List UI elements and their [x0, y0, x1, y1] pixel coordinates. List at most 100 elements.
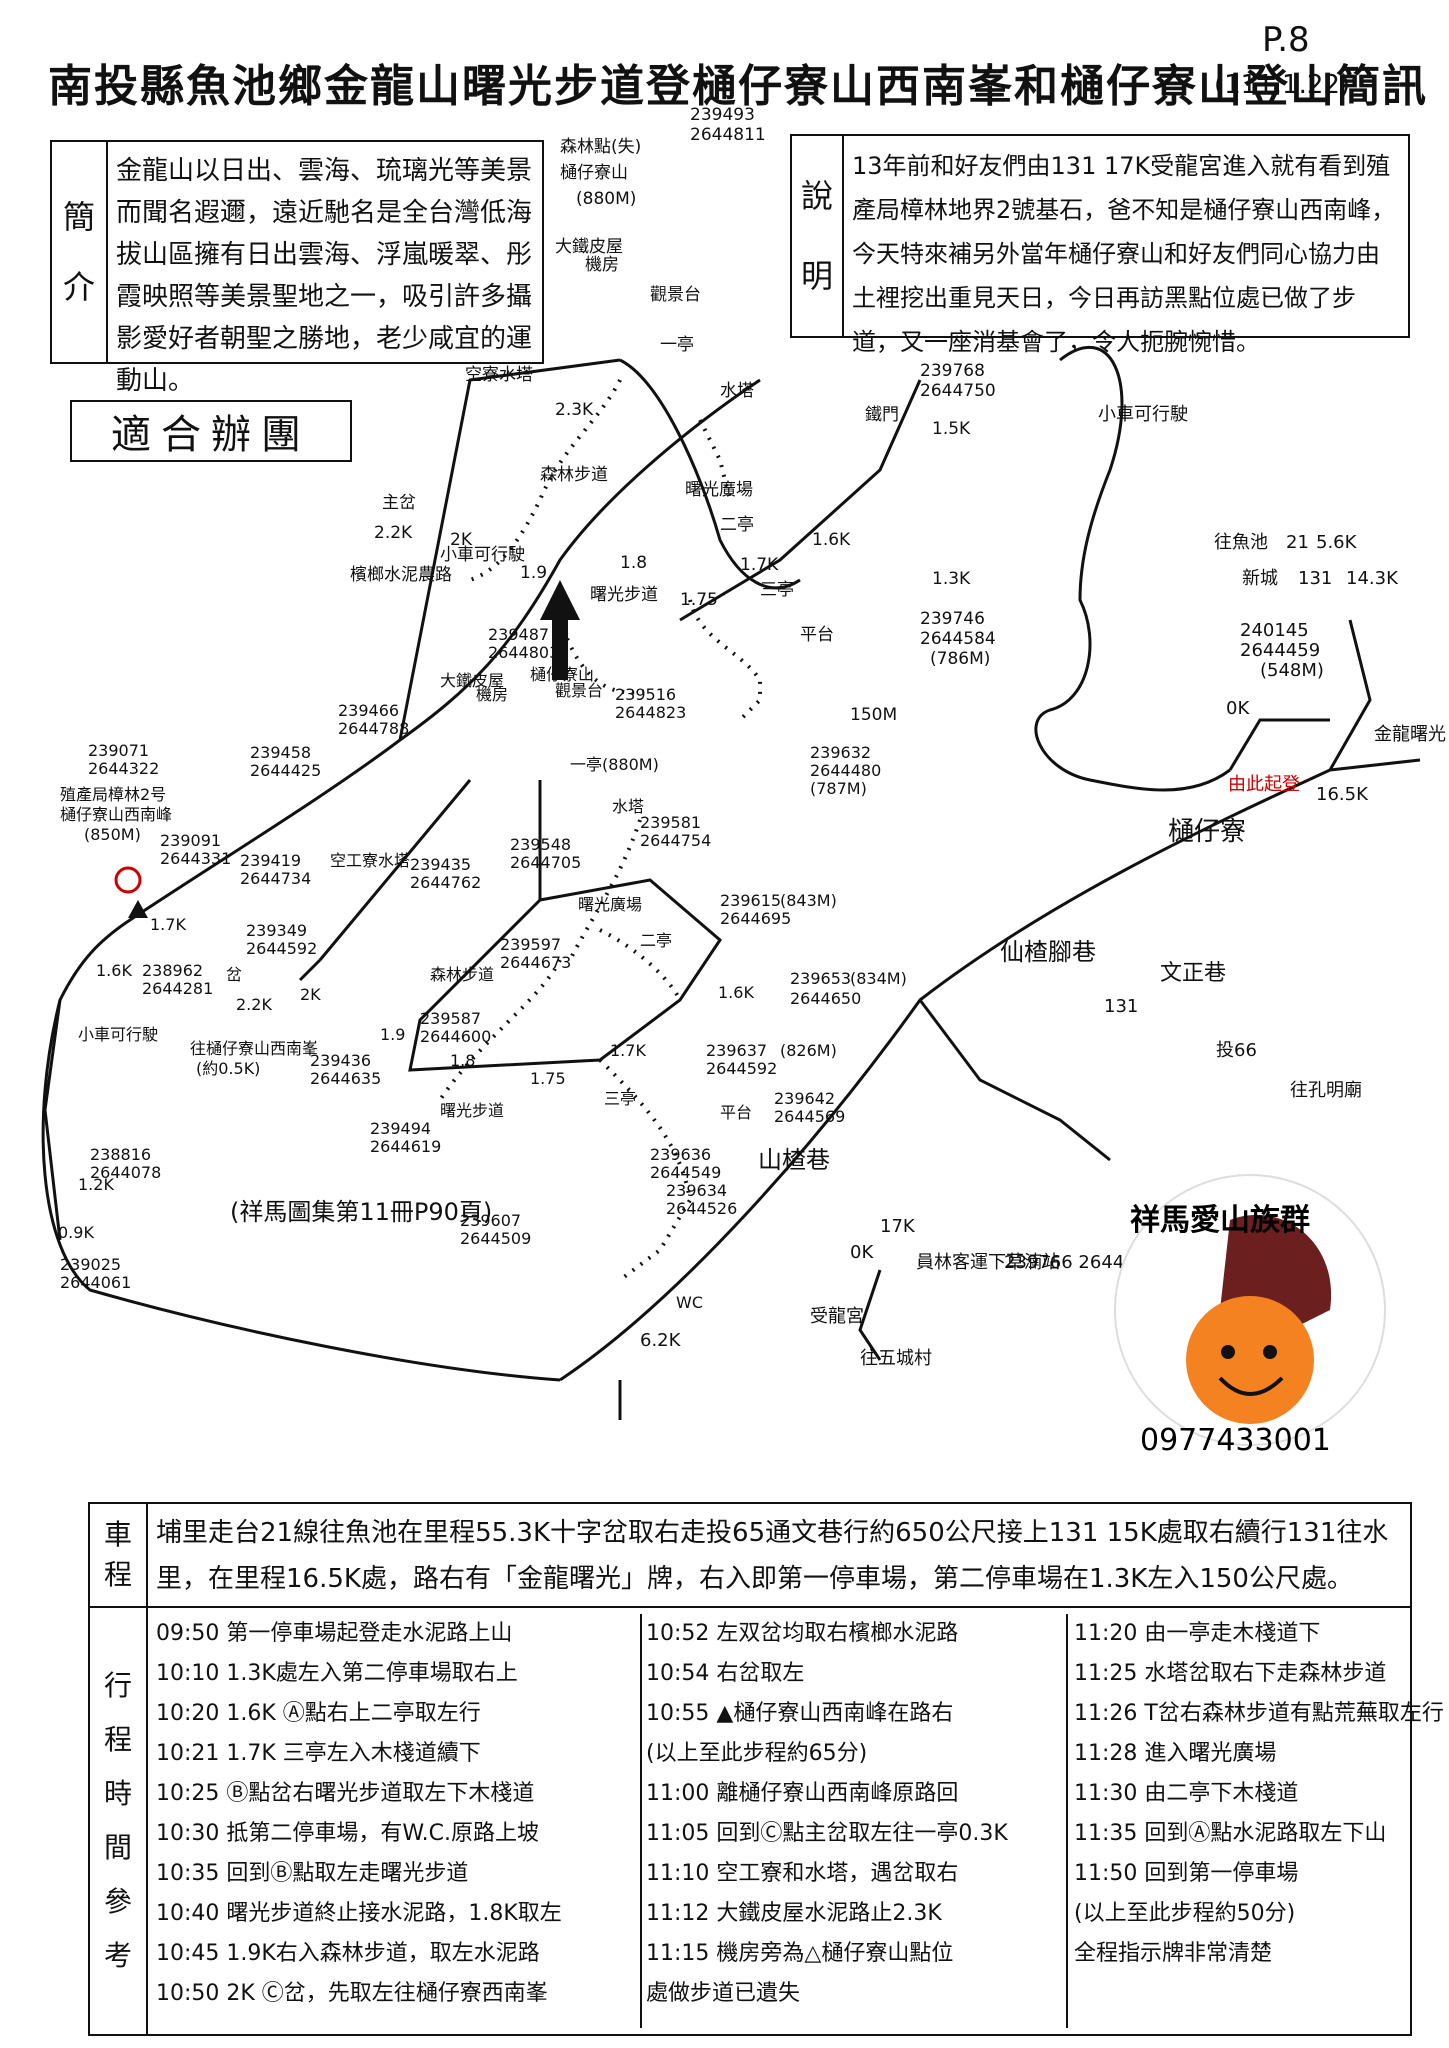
start-here-label: 由此起登: [1228, 774, 1300, 795]
intro-box: 簡 介 金龍山以日出、雲海、琉璃光等美景而聞名遐邇，遠近馳名是全台灣低海拔山區擁…: [50, 140, 544, 396]
to-sw-peak-label: 往樋仔寮山西南峯: [190, 1039, 318, 1058]
schedule-row: (以上至此步程約65分): [646, 1741, 868, 1766]
upper-km-17: 1.7K: [740, 555, 779, 575]
schedule-row: 11:28 進入曙光廣場: [1074, 1741, 1277, 1766]
upper-second-pavilion-label: 二亭: [720, 515, 754, 535]
route-label: 車 程: [90, 1504, 148, 1606]
schedule-row: 10:54 右岔取左: [646, 1661, 805, 1686]
lower-second-pavilion-label: 二亭: [640, 931, 672, 950]
lower-tower-coord-2: 2644754: [640, 831, 711, 850]
lower-plaza-label: 曙光廣場: [578, 895, 642, 914]
upper-view-deck-label: 觀景台: [650, 285, 701, 305]
lower-water-tower-label: 水塔: [612, 797, 644, 816]
upper-peak-label: 樋仔寮山: [560, 163, 628, 183]
lower-16-coord-1: 239653: [790, 969, 851, 988]
schedule-row: 10:10 1.3K處左入第二停車場取右上: [156, 1661, 518, 1686]
sw-peak-coord-2: 2644322: [88, 759, 159, 778]
upper-km-2: 2K: [450, 530, 473, 550]
schedule-row: 11:26 T岔右森林步道有點荒蕪取左行: [1074, 1701, 1444, 1726]
club-logo: 祥馬愛山族群 0977433001: [1110, 1160, 1390, 1460]
lower-km-175: 1.75: [530, 1069, 566, 1088]
lower-23-coord-2: 2644762: [410, 873, 481, 892]
lower-23-coord-1: 239435: [410, 855, 471, 874]
schedule-label: 行 程 時 間 參 考: [90, 1608, 148, 2034]
to-wucheng-label: 往五城村: [860, 1348, 932, 1369]
schedule-row: 11:25 水塔岔取右下走森林步道: [1074, 1661, 1387, 1686]
upper-peak-coord-1: 239493: [690, 105, 755, 125]
lower-km-17k: 1.7K: [150, 915, 186, 934]
upper-air-tower-label: 空寮水塔: [465, 365, 533, 385]
upper-shuguang-trail-label: 曙光步道: [590, 585, 658, 605]
right-km-0: 0K: [1226, 698, 1250, 719]
lower-16k-coord-2: 2644281: [142, 979, 213, 998]
shou-long-gong-label: 受龍宮: [810, 1306, 864, 1327]
lower-air-coord-1: 239419: [240, 851, 301, 870]
intro-text: 金龍山以日出、雲海、琉璃光等美景而聞名遐邇，遠近馳名是全台灣低海拔山區擁有日出雲…: [116, 156, 533, 396]
page-date: (111.1.22): [1214, 70, 1351, 100]
lower-wc-coord-1: 239607: [460, 1211, 521, 1230]
right-km-165: 16.5K: [1316, 784, 1369, 805]
upper-third-pavilion-label: 三亭: [760, 580, 794, 600]
wen-zheng-xiang-label: 文正巷: [1160, 961, 1226, 986]
lower-air-tower-label: 空工寮水塔: [330, 851, 410, 870]
route-section: 車 程 埔里走台21線往魚池在里程55.3K十字岔取右走投65通文巷行約650公…: [90, 1504, 1410, 1608]
schedule-column-3: 11:20 由一亭走木棧道下 11:25 水塔岔取右下走森林步道 11:26 T…: [1074, 1614, 1444, 1974]
schedule-row: 11:20 由一亭走木棧道下: [1074, 1621, 1321, 1646]
km13-coord-2: 2644584: [920, 629, 996, 649]
lower-tower2-coord-2: 2644705: [510, 853, 581, 872]
lower-17k-coord-2: 2644331: [160, 849, 231, 868]
lower-plat1-coord-1: 239642: [774, 1089, 835, 1108]
schedule-row: 全程指示牌非常清楚: [1074, 1941, 1273, 1966]
sw-peak-coord-1: 239071: [88, 741, 149, 760]
road-21-label: 21: [1286, 532, 1309, 553]
sw-peak-elev-label: (850M): [84, 825, 141, 844]
lower-17k-coord-1: 239091: [160, 831, 221, 850]
logo-text: 祥馬愛山族群: [1130, 1203, 1310, 1238]
upper-peak-elev: (880M): [576, 189, 636, 209]
lower-12k-coord-1: 238816: [90, 1145, 151, 1164]
upper-main-junction-label: 主岔: [382, 493, 416, 513]
lower-forest-coord-2: 2644673: [500, 953, 571, 972]
dist-143-label: 14.3K: [1346, 568, 1399, 589]
lower-plaza-coord-2: 2644695: [720, 909, 791, 928]
lower-air-coord-2: 2644734: [240, 869, 311, 888]
lower-09k-coord-2: 2644061: [60, 1273, 131, 1292]
lower-km-12k: 1.2K: [78, 1175, 114, 1194]
forest-point-label: 森林點(失): [560, 137, 641, 157]
schedule-row: 10:21 1.7K 三亭左入木棧道續下: [156, 1741, 481, 1766]
upper-iron-gate-label: 鐵門: [865, 405, 899, 425]
sw-peak-name-label: 樋仔寮山西南峰: [60, 805, 172, 824]
info-table: 車 程 埔里走台21線往魚池在里程55.3K十字岔取右走投65通文巷行約650公…: [88, 1502, 1444, 2036]
logo-phone: 0977433001: [1140, 1423, 1331, 1458]
upper-km-22: 2.2K: [374, 523, 413, 543]
schedule-row: 10:50 2K Ⓒ岔，先取左往樋仔寮西南峯: [156, 1981, 548, 2006]
lower-plat2-coord-2: 2644526: [666, 1199, 737, 1218]
to-sw-dist-label: (約0.5K): [196, 1059, 260, 1078]
lower-km-18: 1.8: [450, 1051, 475, 1070]
schedule-row: (以上至此步程約50分): [1074, 1901, 1296, 1926]
lower-iron-coord-1: 239466: [338, 701, 399, 720]
lower-km-17: 1.7K: [610, 1041, 646, 1060]
note-box: 說 明 13年前和好友們由131 17K受龍宮進入就有看到殖產局樟林地界2號基石…: [790, 134, 1410, 356]
lower-forest-coord-1: 239597: [500, 935, 561, 954]
lower-17-coord-2: 2644592: [706, 1059, 777, 1078]
venue-label: 適合辦團: [70, 400, 352, 462]
upper-km-23: 2.3K: [555, 400, 594, 420]
yuanlin-bus-label: 員林客運下草湳站: [916, 1252, 1060, 1273]
upper-water-tower-label: 水塔: [720, 381, 754, 401]
lower-platform-label: 平台: [720, 1103, 752, 1122]
note-text: 13年前和好友們由131 17K受龍宮進入就有看到殖產局樟林地界2號基石，爸不知…: [852, 152, 1396, 356]
lower-junction-coord-1: 239349: [246, 921, 307, 940]
upper-iron-house-label: 大鐵皮屋: [555, 237, 623, 257]
lower-19-coord-2: 2644635: [310, 1069, 381, 1088]
route-text: 埔里走台21線往魚池在里程55.3K十字岔取右走投65通文巷行約650公尺接上1…: [156, 1518, 1389, 1594]
schedule-row: 10:45 1.9K右入森林步道，取左水泥路: [156, 1941, 540, 1966]
to-xincheng-label: 新城: [1242, 568, 1278, 589]
to-yuchi-label: 往魚池: [1214, 532, 1268, 553]
intro-label: 簡 介: [52, 142, 108, 362]
lower-12k-coord-2: 2644078: [90, 1163, 161, 1182]
lower-plat1-coord-2: 2644569: [774, 1107, 845, 1126]
lower-forest-trail-label: 森林步道: [430, 965, 494, 984]
lower-km-16k: 1.6K: [96, 961, 132, 980]
tongzailiao-label: 樋仔寮: [1168, 817, 1246, 847]
